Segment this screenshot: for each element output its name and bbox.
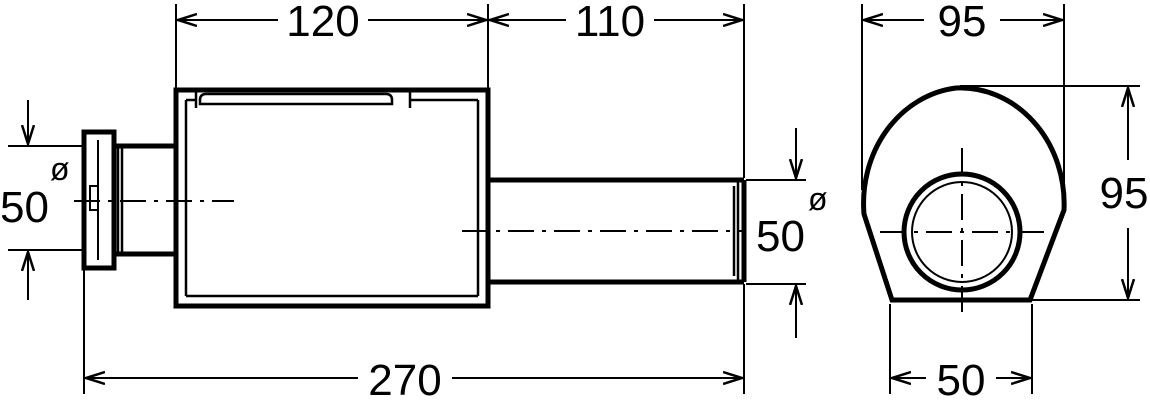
inlet-diameter-symbol: ø — [50, 151, 70, 187]
dimension-50-bottom: 50 — [892, 356, 1030, 400]
dimension-95-height-label: 95 — [1100, 169, 1149, 218]
front-extension-lines — [861, 4, 1140, 394]
dimension-110: 110 — [490, 0, 742, 46]
main-body — [173, 87, 491, 309]
extension-lines — [8, 4, 806, 394]
inlet-pipe — [114, 143, 176, 257]
dimension-110-label: 110 — [575, 0, 645, 46]
dimension-120-label: 120 — [286, 0, 359, 46]
outlet-pipe — [488, 177, 747, 285]
dimension-95-height: 95 — [1100, 88, 1149, 298]
dimension-95-width-label: 95 — [938, 0, 987, 46]
housing-outline — [861, 85, 1067, 303]
outlet-diameter-symbol: ø — [808, 181, 828, 217]
dimension-120: 120 — [178, 0, 486, 46]
top-cover — [194, 88, 412, 108]
outlet-diameter-dimension: 50 ø — [756, 128, 828, 338]
dimension-50-bottom-label: 50 — [937, 356, 986, 400]
dimension-270: 270 — [86, 356, 742, 400]
inlet-diameter-dimension: 50 ø — [0, 100, 70, 300]
outlet-diameter-label: 50 — [756, 212, 805, 261]
front-view: 95 95 50 — [861, 0, 1149, 400]
inlet-diameter-label: 50 — [0, 183, 49, 232]
dimension-270-label: 270 — [368, 356, 441, 400]
dimension-95-width: 95 — [864, 0, 1062, 46]
side-view: 120 110 270 50 ø 50 ø — [0, 0, 828, 400]
